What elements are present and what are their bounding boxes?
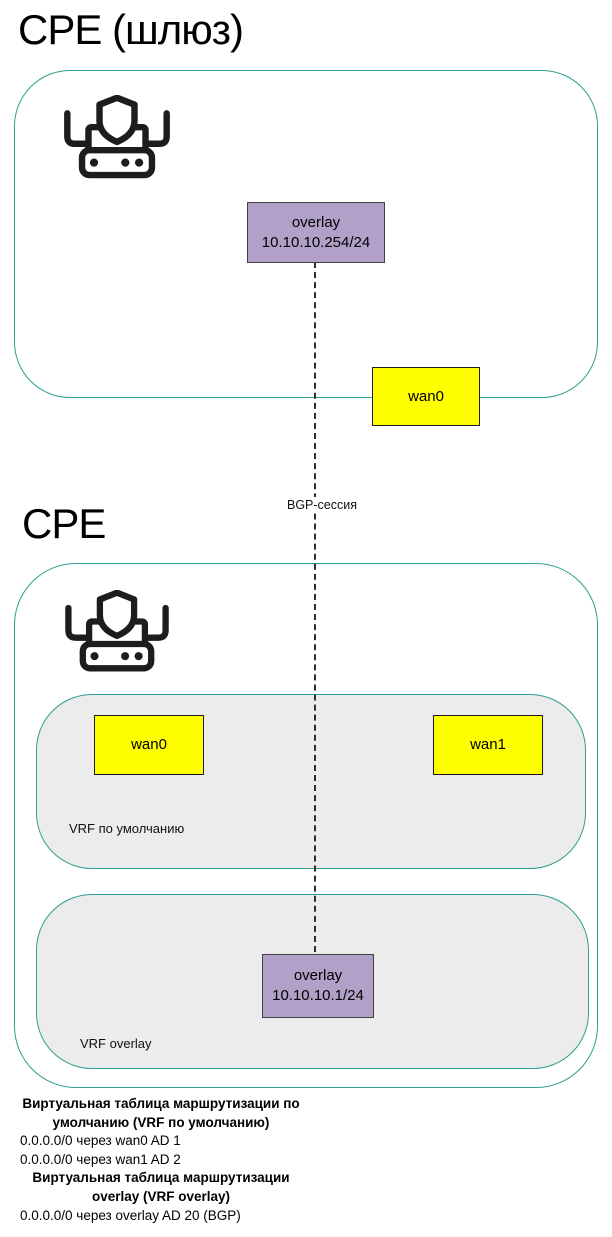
interface-ip: 10.10.10.254/24 [261, 233, 371, 251]
cpe-wan1-interface-box: wan1 [433, 715, 543, 775]
gateway-wan0-interface-box: wan0 [372, 367, 480, 426]
cpe-overlay-interface-box: overlay 10.10.10.1/24 [262, 954, 374, 1018]
interface-name: overlay [293, 967, 343, 984]
vrf-overlay-label: VRF overlay [80, 1036, 152, 1051]
vrf-overlay-table-title-line2: overlay (VRF overlay) [91, 1188, 231, 1204]
interface-ip: 10.10.10.1/24 [272, 987, 364, 1004]
vrf-default-zone: wan0 wan1 VRF по умолчанию [36, 694, 586, 869]
gateway-cpe-container: overlay 10.10.10.254/24 wan0 [14, 70, 598, 426]
interface-name: wan0 [408, 387, 444, 405]
vrf-default-label: VRF по умолчанию [69, 821, 185, 836]
vrf-default-table-title-line2: умолчанию (VRF по умолчанию) [52, 1114, 270, 1130]
cpe-wan0-interface-box: wan0 [94, 715, 204, 775]
interface-name: wan0 [131, 736, 167, 753]
vrf-overlay-zone: overlay 10.10.10.1/24 VRF overlay [36, 894, 589, 1069]
gateway-overlay-interface-box: overlay 10.10.10.254/24 [247, 202, 385, 263]
interface-name: wan1 [470, 736, 506, 753]
bgp-session-label: BGP-сессия [283, 497, 362, 513]
vrf-overlay-table-title-line1: Виртуальная таблица маршрутизации [32, 1170, 290, 1186]
router-with-shield-icon [57, 590, 177, 680]
bgp-session-link [314, 262, 316, 952]
route-entry: 0.0.0.0/0 через overlay AD 20 (BGP) [20, 1207, 241, 1223]
gateway-title: CPE (шлюз) [18, 6, 244, 53]
route-entry: 0.0.0.0/0 через wan0 AD 1 [20, 1133, 181, 1149]
cpe-container: wan0 wan1 VRF по умолчанию overlay 10.10… [14, 563, 598, 1088]
routing-tables-text: Виртуальная таблица маршрутизации по умо… [20, 1095, 302, 1225]
route-entry: 0.0.0.0/0 через wan1 AD 2 [20, 1151, 181, 1167]
interface-name: overlay [291, 213, 341, 231]
vrf-default-table-title-line1: Виртуальная таблица маршрутизации по [22, 1096, 300, 1111]
cpe-title: CPE [22, 500, 106, 547]
router-with-shield-icon [57, 95, 177, 187]
